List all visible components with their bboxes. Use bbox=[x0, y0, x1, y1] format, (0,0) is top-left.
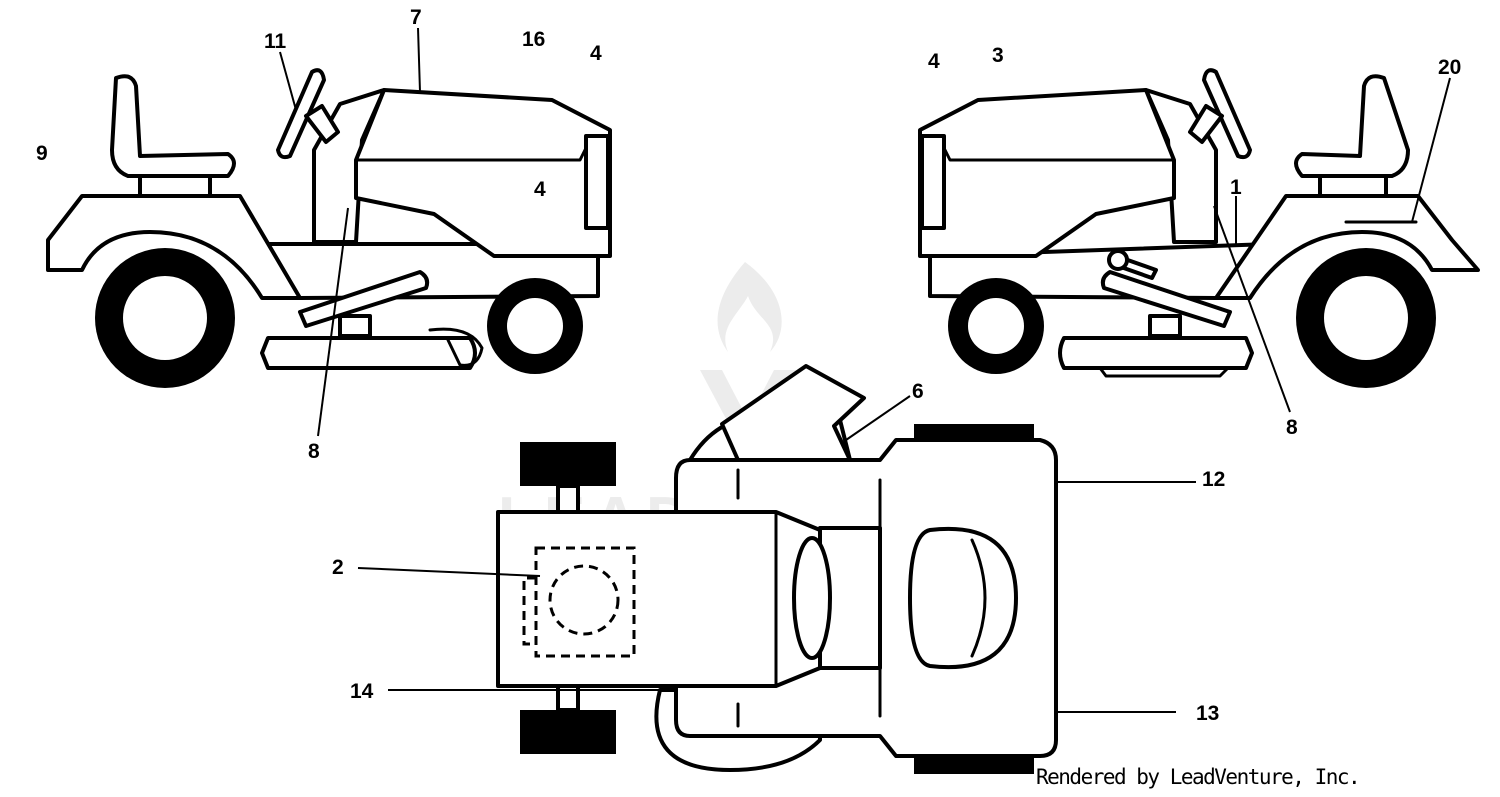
right-hood bbox=[918, 88, 1176, 258]
leader-20 bbox=[1411, 77, 1451, 223]
left-side-view bbox=[46, 68, 612, 388]
leader-7 bbox=[417, 27, 421, 93]
left-deck-hanger-rear bbox=[338, 314, 372, 338]
right-deck-hanger bbox=[1148, 314, 1182, 338]
top-engine-decal-side bbox=[522, 576, 536, 646]
right-front-hub bbox=[968, 298, 1024, 354]
leader-11 bbox=[279, 51, 297, 111]
top-discharge-chute bbox=[720, 364, 866, 462]
callout-4-top-left: 4 bbox=[590, 42, 602, 65]
left-mower-deck bbox=[260, 336, 477, 370]
left-rear-hub bbox=[123, 276, 207, 360]
leader-8-right bbox=[1213, 205, 1291, 413]
top-view bbox=[496, 364, 1058, 774]
top-engine-decal-outline bbox=[534, 546, 636, 658]
right-mower-deck bbox=[1058, 336, 1254, 370]
leader-2 bbox=[357, 567, 541, 577]
top-seat-back bbox=[970, 538, 987, 658]
top-dash-marks bbox=[736, 468, 882, 728]
callout-14: 14 bbox=[350, 680, 374, 703]
right-seat-base bbox=[1318, 174, 1388, 198]
top-front-tire-upper bbox=[520, 442, 616, 486]
left-deck-chute bbox=[428, 327, 484, 367]
watermark-flame-icon bbox=[717, 262, 782, 352]
callout-8-left: 8 bbox=[308, 440, 320, 463]
leadventure-credit: Rendered by LeadVenture, Inc. bbox=[1036, 765, 1361, 789]
callout-4-side-left: 4 bbox=[534, 178, 546, 201]
top-front-axle-upper bbox=[556, 484, 580, 514]
leader-lines bbox=[279, 27, 1451, 713]
left-hood bbox=[354, 88, 612, 258]
top-front-tire-lower bbox=[520, 710, 616, 754]
top-hood bbox=[496, 510, 822, 688]
callouts: 11 7 16 4 4 9 8 4 3 20 1 8 6 12 13 2 14 bbox=[36, 6, 1461, 725]
right-pedal bbox=[1100, 270, 1232, 328]
right-seat bbox=[1294, 74, 1410, 178]
callout-20: 20 bbox=[1438, 56, 1461, 79]
left-rear-fender bbox=[46, 194, 302, 300]
callout-9: 9 bbox=[36, 142, 48, 165]
top-steering-wheel bbox=[792, 536, 832, 660]
callout-16: 16 bbox=[522, 28, 545, 51]
left-steering-column bbox=[304, 104, 340, 144]
right-steering-wheel bbox=[1202, 68, 1252, 160]
left-seat bbox=[110, 74, 236, 178]
right-grille bbox=[920, 134, 946, 230]
callout-2: 2 bbox=[332, 556, 344, 579]
callout-11: 11 bbox=[264, 30, 287, 53]
callout-13: 13 bbox=[1196, 702, 1219, 725]
callout-3: 3 bbox=[992, 44, 1004, 67]
right-deck-skirt bbox=[1098, 366, 1230, 378]
left-hood-side-line bbox=[354, 196, 496, 258]
left-seat-base bbox=[138, 174, 212, 198]
left-pedal bbox=[298, 270, 430, 328]
right-hood-side-line bbox=[1034, 196, 1176, 258]
callout-7: 7 bbox=[410, 6, 422, 29]
callout-4-right: 4 bbox=[928, 50, 940, 73]
right-steering-column bbox=[1188, 104, 1224, 144]
callout-12: 12 bbox=[1202, 468, 1225, 491]
left-grille bbox=[584, 134, 610, 230]
top-fuel-cap-outline bbox=[548, 564, 620, 636]
right-rear-hub bbox=[1324, 276, 1408, 360]
leader-8-left bbox=[317, 207, 349, 437]
left-steering-wheel bbox=[276, 68, 326, 160]
left-front-hub bbox=[507, 298, 563, 354]
callout-8-right: 8 bbox=[1286, 416, 1298, 439]
callout-6: 6 bbox=[912, 380, 924, 403]
right-lift-knob bbox=[1107, 249, 1129, 271]
leader-6 bbox=[845, 395, 911, 441]
right-side-view bbox=[918, 68, 1480, 388]
top-seat bbox=[908, 526, 1018, 670]
callout-1: 1 bbox=[1230, 176, 1242, 199]
